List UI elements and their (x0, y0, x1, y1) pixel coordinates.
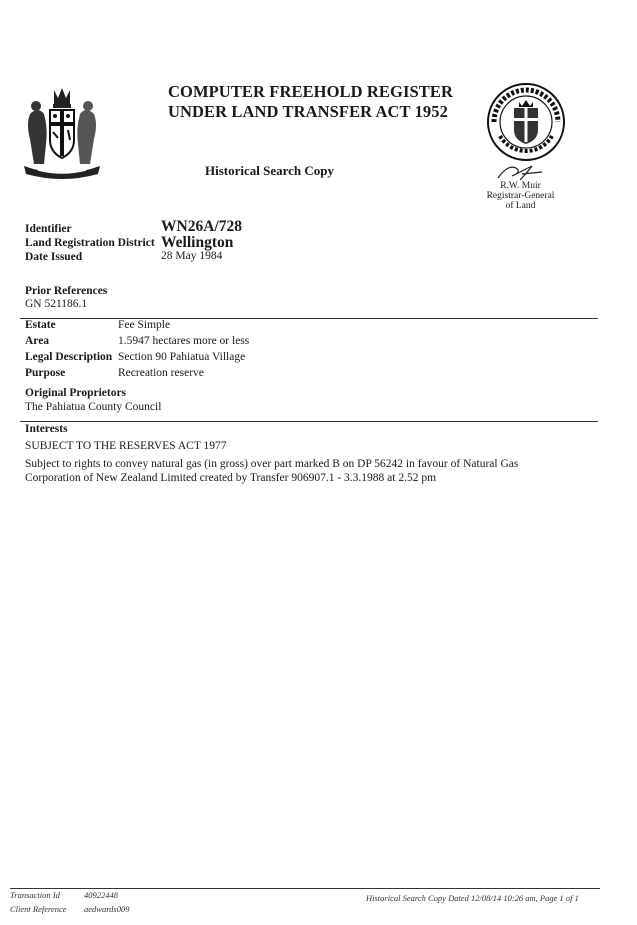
date-issued-value: 28 May 1984 (161, 250, 223, 262)
original-proprietors-value: The Pahiatua County Council (25, 401, 162, 413)
nz-coat-of-arms-icon (24, 88, 100, 179)
legal-description-label: Legal Description (25, 351, 113, 363)
registrar-general-seal-icon (487, 83, 565, 161)
identifier-value: WN26A/728 (161, 218, 242, 235)
area-label: Area (25, 335, 50, 347)
prior-references-value: GN 521186.1 (25, 298, 88, 310)
estate-value: Fee Simple (118, 319, 171, 331)
interests-label: Interests (25, 423, 68, 435)
page-info: Historical Search Copy Dated 12/08/14 10… (366, 893, 579, 903)
purpose-value: Recreation reserve (118, 367, 204, 379)
district-label: Land Registration District (25, 237, 155, 249)
transaction-id-value: 40922448 (84, 890, 118, 900)
registrar-name: R.W. Muir (500, 181, 541, 191)
registrar-block: R.W. Muir Registrar-General of Land (478, 181, 563, 211)
purpose-label: Purpose (25, 367, 66, 379)
register-title: COMPUTER FREEHOLD REGISTER UNDER LAND TR… (168, 82, 453, 122)
footer-divider (10, 888, 600, 889)
client-reference-value: aedwards009 (84, 904, 130, 914)
district-value: Wellington (161, 234, 234, 251)
original-proprietors-label: Original Proprietors (25, 387, 127, 399)
transaction-id-label: Transaction Id (10, 890, 60, 900)
title-line-2: UNDER LAND TRANSFER ACT 1952 (168, 102, 448, 121)
area-value: 1.5947 hectares more or less (118, 335, 250, 347)
registrar-title: Registrar-General (486, 191, 555, 201)
divider (20, 318, 598, 319)
client-reference-label: Client Reference (10, 904, 67, 914)
interest-line-3: Corporation of New Zealand Limited creat… (25, 472, 437, 484)
date-issued-label: Date Issued (25, 251, 83, 263)
prior-references-label: Prior References (25, 285, 108, 297)
interest-line-1: SUBJECT TO THE RESERVES ACT 1977 (25, 440, 227, 452)
legal-description-value: Section 90 Pahiatua Village (118, 351, 246, 363)
registrar-of: of Land (505, 201, 536, 211)
estate-label: Estate (25, 319, 56, 331)
identifier-label: Identifier (25, 223, 72, 235)
divider (20, 421, 598, 422)
title-line-1: COMPUTER FREEHOLD REGISTER (168, 82, 453, 101)
registrar-signature (497, 165, 543, 181)
historical-search-copy-heading: Historical Search Copy (205, 163, 335, 178)
interest-line-2: Subject to rights to convey natural gas … (25, 458, 519, 470)
